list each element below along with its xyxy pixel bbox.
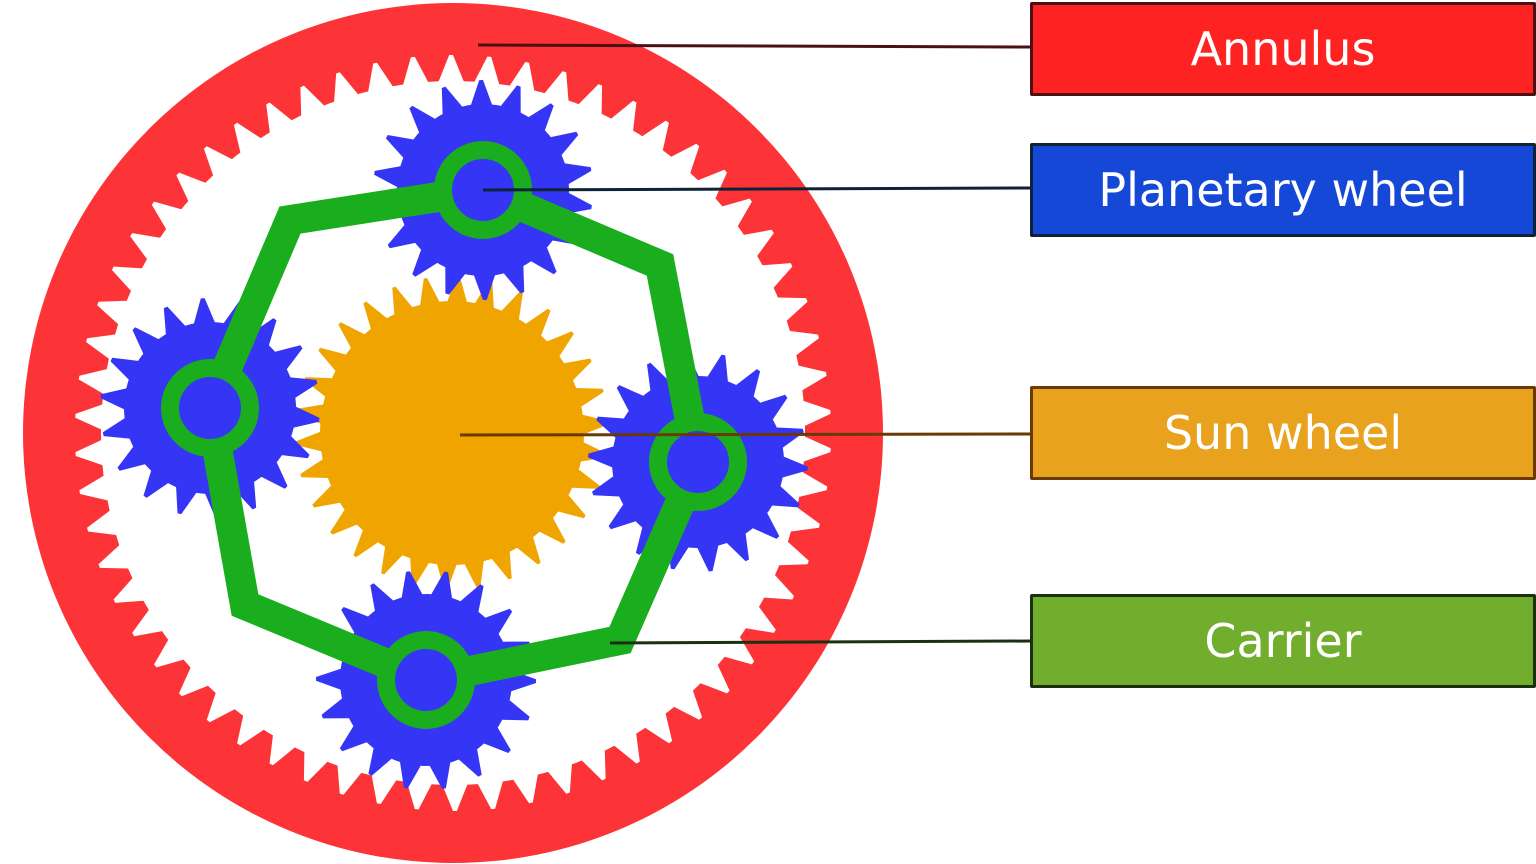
carrier-hub: [649, 413, 747, 511]
carrier-leader-line: [609, 639, 1031, 645]
planetary-wheel-label: Planetary wheel: [1030, 143, 1536, 237]
carrier-label: Carrier: [1030, 594, 1536, 688]
sun-wheel-label: Sun wheel: [1030, 386, 1536, 480]
carrier-hub: [377, 631, 475, 729]
sun-wheel: [295, 276, 609, 590]
planetary-wheel-label-text: Planetary wheel: [1098, 163, 1468, 217]
annulus-label-text: Annulus: [1190, 22, 1376, 76]
annulus-leader-line: [477, 43, 1031, 49]
carrier-label-text: Carrier: [1204, 614, 1362, 668]
sun-wheel-label-text: Sun wheel: [1163, 406, 1403, 460]
planet-leader-line: [482, 186, 1031, 192]
sun-leader-line: [459, 432, 1031, 437]
annulus-label: Annulus: [1030, 2, 1536, 96]
carrier-hub: [161, 359, 259, 457]
